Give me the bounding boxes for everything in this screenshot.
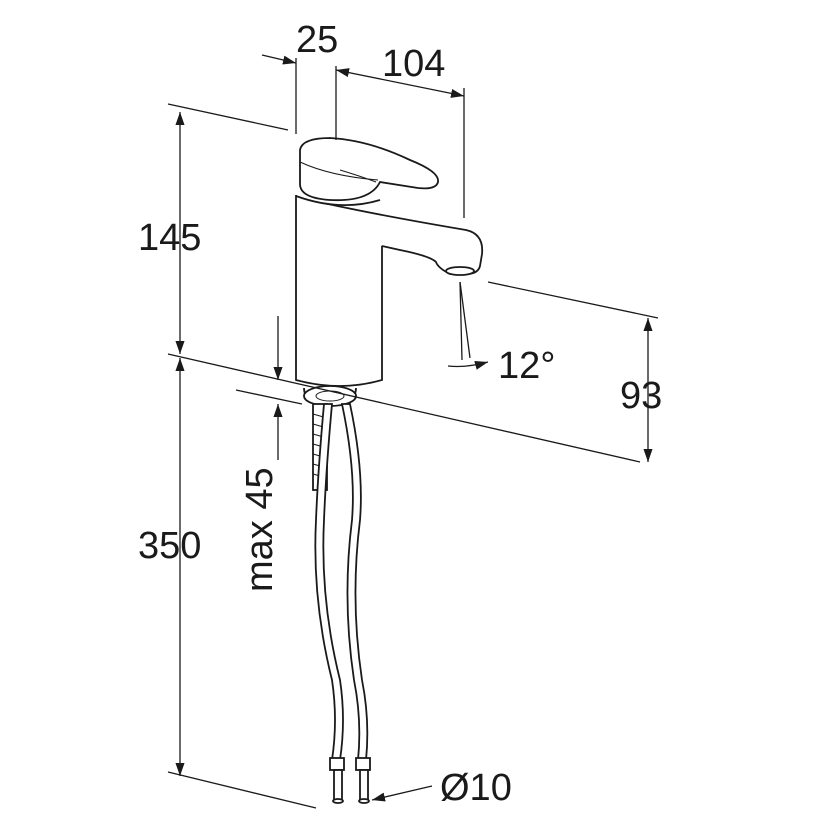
dimension-lever-offset: 25 <box>261 19 338 140</box>
height-label: 145 <box>138 217 201 259</box>
hose-length-label: 350 <box>138 525 201 567</box>
faucet-body <box>295 137 484 387</box>
spout-reach-label: 104 <box>382 43 445 85</box>
max-thickness-label: max 45 <box>239 467 281 592</box>
spray-angle-label: 12° <box>498 345 555 387</box>
dimension-spray-angle: 12° <box>447 281 555 387</box>
dimension-spout-reach: 104 <box>335 43 465 218</box>
lever-offset-label: 25 <box>296 19 338 61</box>
supply-hoses <box>314 403 371 804</box>
dimension-max-thickness: max 45 <box>235 316 303 592</box>
hose-diameter-label: Ø10 <box>440 767 512 809</box>
dimension-height: 145 <box>138 103 641 463</box>
dimension-hose-diameter: Ø10 <box>371 767 512 809</box>
dimension-hose-length: 350 <box>138 358 317 809</box>
spout-height-label: 93 <box>620 375 662 417</box>
dimension-spout-height: 93 <box>487 281 662 462</box>
